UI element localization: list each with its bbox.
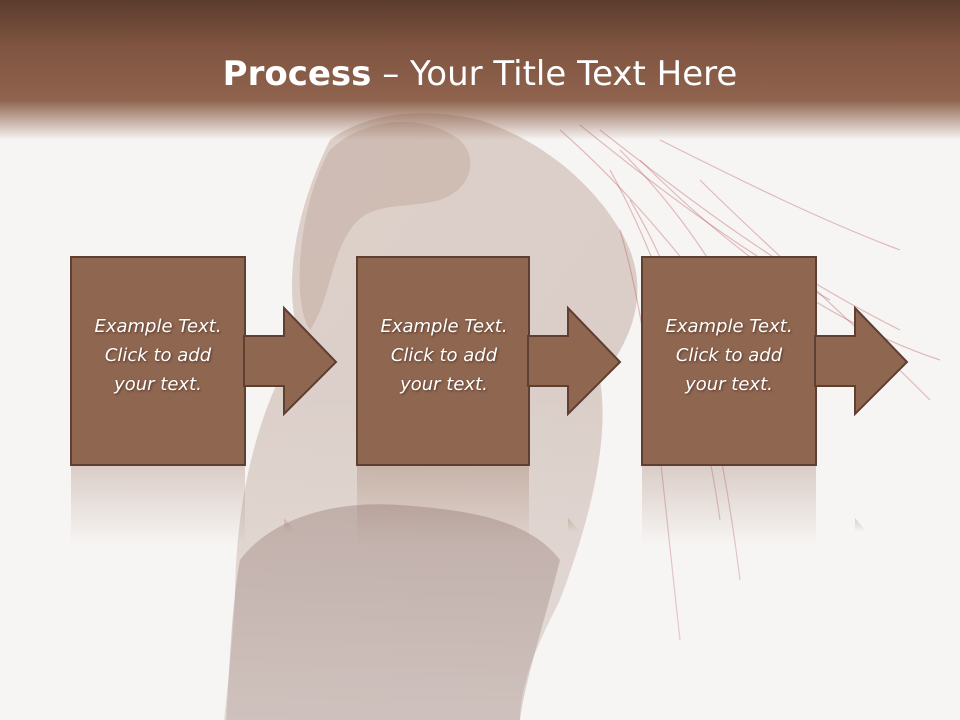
step-text[interactable]: Example Text. Click to add your text.	[665, 316, 793, 395]
title-bold: Process	[222, 54, 372, 94]
title-bar	[0, 0, 960, 140]
step-arrow-shape	[356, 256, 622, 546]
step-arrow-shape	[70, 256, 338, 546]
process-step-1[interactable]: Example Text. Click to add your text.	[70, 256, 340, 556]
step-text[interactable]: Example Text. Click to add your text.	[380, 316, 508, 395]
slide-title[interactable]: Process – Your Title Text Here	[0, 52, 960, 96]
process-step-2[interactable]: Example Text. Click to add your text.	[356, 256, 626, 556]
process-step-3[interactable]: Example Text. Click to add your text.	[641, 256, 911, 556]
step-arrow-shape	[641, 256, 909, 546]
title-rest: Your Title Text Here	[410, 54, 738, 94]
step-text[interactable]: Example Text. Click to add your text.	[94, 316, 222, 395]
title-separator: –	[371, 54, 411, 94]
